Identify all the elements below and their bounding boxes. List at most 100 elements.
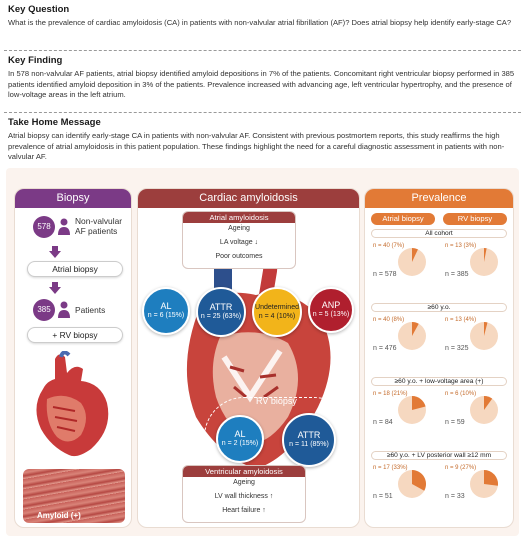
undetermined-value: n = 4 (10%)	[258, 313, 296, 320]
key-finding-text: In 578 non-valvular AF patients, atrial …	[8, 69, 515, 100]
atrial-amyloidosis-title: Atrial amyloidosis	[183, 212, 295, 223]
key-question-section: Key Question What is the prevalence of c…	[8, 4, 517, 29]
rv-pie-chart	[470, 470, 498, 498]
atrial-total-count: n = 84	[373, 419, 393, 426]
cardiac-header: Cardiac amyloidosis	[138, 189, 359, 208]
rv-pie-wrapper	[469, 247, 499, 282]
rv-biopsy-step: + RV biopsy	[27, 327, 123, 343]
rv-pie-chart	[470, 396, 498, 424]
rv-positive-count: n = 13 (3%)	[445, 243, 477, 249]
pie-positive-slice	[412, 248, 418, 262]
atrial-pie-wrapper	[397, 321, 427, 356]
atrial-item-poor-outcomes: Poor outcomes	[215, 253, 263, 260]
cardiac-amyloidosis-panel: Cardiac amyloidosis Atrial amyloidosis A…	[137, 188, 360, 528]
atrial-anp-circle: ANP n = 5 (13%)	[308, 287, 354, 333]
take-home-text: Atrial biopsy can identify early-stage C…	[8, 131, 505, 162]
anp-value: n = 5 (13%)	[312, 311, 350, 318]
undetermined-name: Undetermined	[255, 304, 299, 311]
atrial-pie-chart	[398, 248, 426, 276]
rv-al-value: n = 2 (15%)	[221, 440, 259, 447]
rv-attr-value: n = 11 (85%)	[289, 441, 329, 448]
heart-section-illustration	[36, 351, 109, 457]
prevalence-row-label: All cohort	[371, 229, 507, 238]
prevalence-panel: Prevalence Atrial biopsy RV biopsy All c…	[364, 188, 514, 528]
patient-icon	[58, 218, 70, 235]
al-name: AL	[160, 301, 172, 311]
atrial-pie-wrapper	[397, 247, 427, 282]
biopsy-header: Biopsy	[15, 189, 131, 208]
rv-total-count: n = 33	[445, 493, 465, 500]
prevalence-row-label: ≥60 y.o.	[371, 303, 507, 312]
arrow-down-icon	[49, 282, 61, 294]
prevalence-header: Prevalence	[365, 189, 513, 208]
non-valvular-af-label: Non-valvular AF patients	[75, 216, 123, 236]
key-finding-section: Key Finding In 578 non-valvular AF patie…	[8, 55, 517, 101]
rv-attr-name: ATTR	[297, 430, 321, 440]
ventricular-amyloidosis-title: Ventricular amyloidosis	[183, 466, 305, 477]
count-578-badge: 578	[33, 216, 55, 238]
rv-positive-count: n = 13 (4%)	[445, 317, 477, 323]
rv-biopsy-label: RV biopsy	[256, 396, 297, 406]
atrial-positive-count: n = 40 (8%)	[373, 317, 405, 323]
arrow-down-icon	[49, 246, 61, 258]
rv-pie-wrapper	[469, 469, 499, 504]
patient-icon	[58, 301, 70, 318]
atrial-positive-count: n = 40 (7%)	[373, 243, 405, 249]
rv-attr-circle: ATTR n = 11 (85%)	[282, 413, 336, 467]
rv-positive-count: n = 6 (10%)	[445, 391, 477, 397]
atrial-total-count: n = 476	[373, 345, 397, 352]
rv-total-count: n = 325	[445, 345, 469, 352]
patients-label: Patients	[75, 305, 106, 315]
ventricular-item-ageing: Ageing	[233, 479, 255, 486]
anp-name: ANP	[321, 300, 341, 310]
ventricular-amyloidosis-box: Ventricular amyloidosis Ageing LV wall t…	[182, 465, 306, 523]
rv-positive-count: n = 9 (27%)	[445, 465, 477, 471]
atrial-total-count: n = 578	[373, 271, 397, 278]
attr-name: ATTR	[209, 302, 233, 312]
pie-positive-slice	[484, 322, 488, 336]
atrial-pie-chart	[398, 470, 426, 498]
atrial-amyloidosis-box: Atrial amyloidosis Ageing LA voltage ↓ P…	[182, 211, 296, 269]
atrial-undetermined-circle: Undetermined n = 4 (10%)	[252, 287, 302, 337]
atrial-pie-wrapper	[397, 469, 427, 504]
biopsy-panel: Biopsy 578 Non-valvular AF patients Atri…	[14, 188, 132, 528]
atrial-positive-count: n = 18 (21%)	[373, 391, 408, 397]
ventricular-item-lv-wall: LV wall thickness ↑	[214, 493, 274, 500]
atrial-al-circle: AL n = 6 (15%)	[142, 287, 190, 335]
amyloid-positive-label: Amyloid (+)	[37, 511, 81, 520]
rv-pie-wrapper	[469, 395, 499, 430]
pie-positive-slice	[412, 396, 426, 410]
key-finding-title: Key Finding	[8, 55, 63, 66]
divider	[4, 112, 521, 113]
rv-pie-chart	[470, 322, 498, 350]
rv-total-count: n = 385	[445, 271, 469, 278]
atrial-pie-chart	[398, 396, 426, 424]
atrial-total-count: n = 51	[373, 493, 393, 500]
atrial-pie-wrapper	[397, 395, 427, 430]
prevalence-row-label: ≥60 y.o. + low-voltage area (+)	[371, 377, 507, 386]
atrial-biopsy-col-label: Atrial biopsy	[371, 213, 435, 225]
al-value: n = 6 (15%)	[147, 312, 185, 319]
pie-positive-slice	[484, 396, 493, 410]
amyloid-histology-image: Amyloid (+)	[23, 469, 125, 523]
atrial-biopsy-step: Atrial biopsy	[27, 261, 123, 277]
divider	[4, 50, 521, 51]
rv-total-count: n = 59	[445, 419, 465, 426]
key-question-text: What is the prevalence of cardiac amyloi…	[8, 18, 512, 27]
atrial-item-la-voltage: LA voltage ↓	[219, 239, 259, 246]
atrial-attr-circle: ATTR n = 25 (63%)	[196, 287, 246, 337]
pie-positive-slice	[412, 322, 419, 336]
ventricular-item-heart-failure: Heart failure ↑	[222, 507, 266, 514]
take-home-section: Take Home Message Atrial biopsy can iden…	[8, 117, 517, 163]
graphical-abstract: Biopsy 578 Non-valvular AF patients Atri…	[6, 168, 519, 536]
atrial-pie-chart	[398, 322, 426, 350]
prevalence-row-label: ≥60 y.o. + LV posterior wall ≥12 mm	[371, 451, 507, 460]
rv-pie-chart	[470, 248, 498, 276]
count-385-badge: 385	[33, 299, 55, 321]
atrial-positive-count: n = 17 (33%)	[373, 465, 408, 471]
pie-positive-slice	[412, 470, 426, 491]
pie-positive-slice	[484, 248, 487, 262]
rv-al-circle: AL n = 2 (15%)	[216, 415, 264, 463]
rv-pie-wrapper	[469, 321, 499, 356]
attr-value: n = 25 (63%)	[200, 313, 242, 320]
